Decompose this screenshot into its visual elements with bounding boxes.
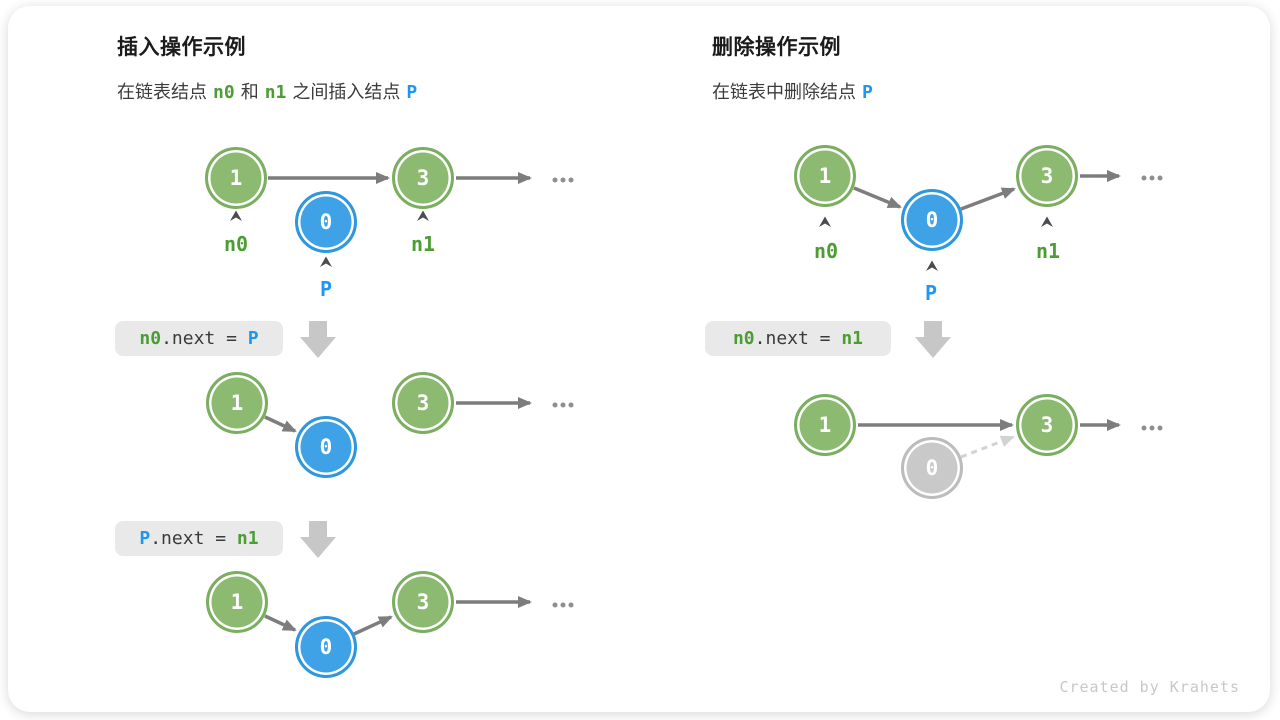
subtitle-text: 在链表中删除结点 [712,82,856,102]
code-token-p: P [139,528,151,549]
subtitle-text: 之间插入结点 [292,82,401,102]
down-arrow-icon [915,321,951,358]
subtitle-text: 在链表结点 [117,82,207,102]
node-value-1: 1 [206,571,268,633]
arrow-deleted-p-to-n1-dashed [960,435,1015,459]
pointer-caret-icon [819,216,832,228]
node-value-1: 1 [794,394,856,456]
code-token-op: .next = [161,328,248,349]
down-arrow-icon [300,321,336,358]
arrow-n0-to-p [853,186,902,209]
code-token-p: P [247,328,259,349]
ellipsis-icon [552,177,574,183]
subtitle-token-p: P [406,82,418,103]
code-token-n0: n0 [139,328,162,349]
code-box-n0-next-n1: n0.next = n1 [705,321,891,356]
code-token-n1: n1 [841,328,864,349]
code-token-n1: n1 [236,528,259,549]
node-value-3: 3 [392,147,454,209]
pointer-caret-icon [230,210,243,222]
delete-panel-subtitle: 在链表中删除结点 P [712,78,879,104]
node-value-3: 3 [392,571,454,633]
node-value-1: 1 [205,147,267,209]
ellipsis-icon [552,602,574,608]
pointer-caret-icon [320,256,333,268]
ellipsis-icon [1141,425,1163,431]
ellipsis-icon [1141,175,1163,181]
code-token-n0: n0 [732,328,755,349]
node-value-0: 0 [295,616,357,678]
arrow-p-to-n1 [353,615,393,636]
node-value-0: 0 [295,191,357,253]
ellipsis-icon [552,402,574,408]
node-value-1: 1 [206,372,268,434]
node-value-1: 1 [794,145,856,207]
pointer-label-n0: n0 [813,239,839,263]
code-token-op: .next = [754,328,842,349]
delete-panel-title: 删除操作示例 [712,36,841,59]
node-value-3: 3 [392,372,454,434]
code-token-op: .next = [150,528,237,549]
insert-panel-title: 插入操作示例 [117,36,246,59]
subtitle-token-n0: n0 [213,82,235,103]
pointer-label-n1: n1 [1035,239,1061,263]
node-value-3: 3 [1016,394,1078,456]
code-box-p-next-n1: P.next = n1 [115,521,283,556]
arrow-n0-to-p [264,614,297,632]
node-value-0: 0 [901,189,963,251]
pointer-caret-icon [1041,216,1054,228]
node-value-0: 0 [295,416,357,478]
pointer-label-n1: n1 [410,232,436,256]
credit-text: Created by Krahets [1059,678,1240,696]
code-box-n0-next-p: n0.next = P [115,321,283,356]
pointer-label-p: P [924,281,938,305]
subtitle-token-n1: n1 [264,82,287,103]
pointer-caret-icon [926,260,939,272]
node-value-0-deleted: 0 [901,437,963,499]
subtitle-text: 和 [240,82,259,102]
subtitle-token-p: P [862,82,873,103]
arrow-n0-to-p [264,415,297,433]
down-arrow-icon [300,521,336,558]
pointer-caret-icon [417,210,430,222]
pointer-label-p: P [319,277,333,301]
arrow-p-to-n1 [960,187,1016,211]
node-value-3: 3 [1016,145,1078,207]
pointer-label-n0: n0 [223,232,249,256]
